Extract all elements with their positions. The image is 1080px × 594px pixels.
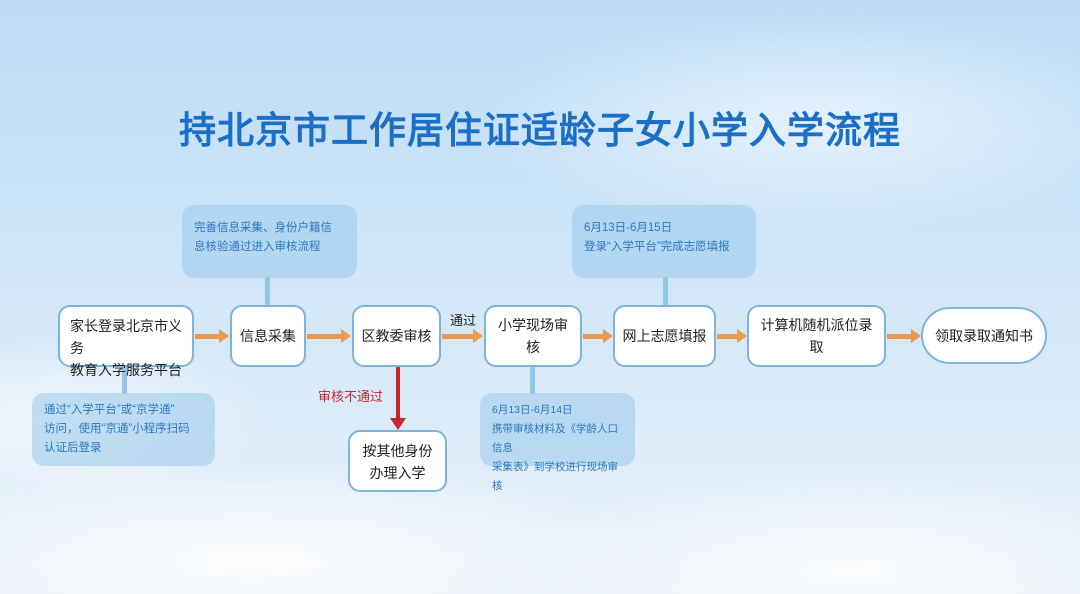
step-onsite-review: 小学现场审核	[484, 305, 582, 367]
arrow-down-fail	[390, 367, 406, 430]
step-text: 按其他身份	[362, 443, 433, 459]
connector	[265, 277, 270, 306]
arrow-right	[583, 329, 613, 343]
note-apply: 6月13日-6月15日 登录“入学平台”完成志愿填报	[572, 205, 756, 278]
note-text: 完善信息采集、身份户籍信	[194, 222, 332, 234]
connector	[122, 366, 127, 394]
step-text: 网上志愿填报	[622, 328, 707, 344]
note-text: 采集表》到学校进行现场审核	[492, 461, 618, 492]
connector	[663, 277, 668, 306]
step-notice: 领取录取通知书	[921, 307, 1047, 364]
note-text: 认证后登录	[44, 442, 102, 454]
note-date: 6月13日-6月14日	[492, 404, 573, 416]
note-date: 6月13日-6月15日	[584, 222, 673, 234]
step-text: 办理入学	[369, 465, 426, 481]
step-online-apply: 网上志愿填报	[613, 305, 716, 367]
arrow-right	[195, 329, 229, 343]
step-text: 领取录取通知书	[935, 327, 1033, 344]
step-login: 家长登录北京市义务 教育入学服务平台	[58, 305, 194, 378]
step-district-review: 区教委审核	[352, 305, 441, 367]
step-text: 信息采集	[240, 328, 296, 344]
note-text: 携带审核材料及《学龄人口信息	[492, 423, 618, 454]
step-collect: 信息采集	[230, 305, 306, 367]
step-text: 教育入学服务平台	[70, 362, 182, 378]
note-collect: 完善信息采集、身份户籍信 息核验通过进入审核流程	[182, 205, 357, 278]
fail-label: 审核不通过	[318, 389, 384, 404]
pass-label: 通过	[450, 313, 477, 328]
arrow-right	[307, 329, 351, 343]
step-other-identity: 按其他身份 办理入学	[348, 430, 447, 492]
step-text: 小学现场审核	[498, 317, 568, 355]
note-text: 访问，使用“京通”小程序扫码	[44, 423, 190, 435]
arrow-right	[717, 329, 747, 343]
connector	[530, 366, 535, 394]
arrow-right	[442, 329, 483, 343]
arrow-right	[887, 329, 921, 343]
step-text: 区教委审核	[361, 328, 432, 344]
note-login: 通过“入学平台”或“京学通” 访问，使用“京通”小程序扫码 认证后登录	[32, 393, 215, 466]
page-title: 持北京市工作居住证适龄子女小学入学流程	[179, 110, 901, 151]
note-text: 通过“入学平台”或“京学通”	[44, 404, 175, 416]
note-text: 登录“入学平台”完成志愿填报	[584, 241, 730, 253]
step-text: 家长登录北京市义务	[70, 318, 182, 356]
note-onsite: 6月13日-6月14日 携带审核材料及《学龄人口信息 采集表》到学校进行现场审核	[480, 393, 635, 492]
step-lottery: 计算机随机派位录取	[747, 305, 886, 367]
note-text: 息核验通过进入审核流程	[194, 241, 321, 253]
step-text: 计算机随机派位录取	[760, 317, 873, 355]
